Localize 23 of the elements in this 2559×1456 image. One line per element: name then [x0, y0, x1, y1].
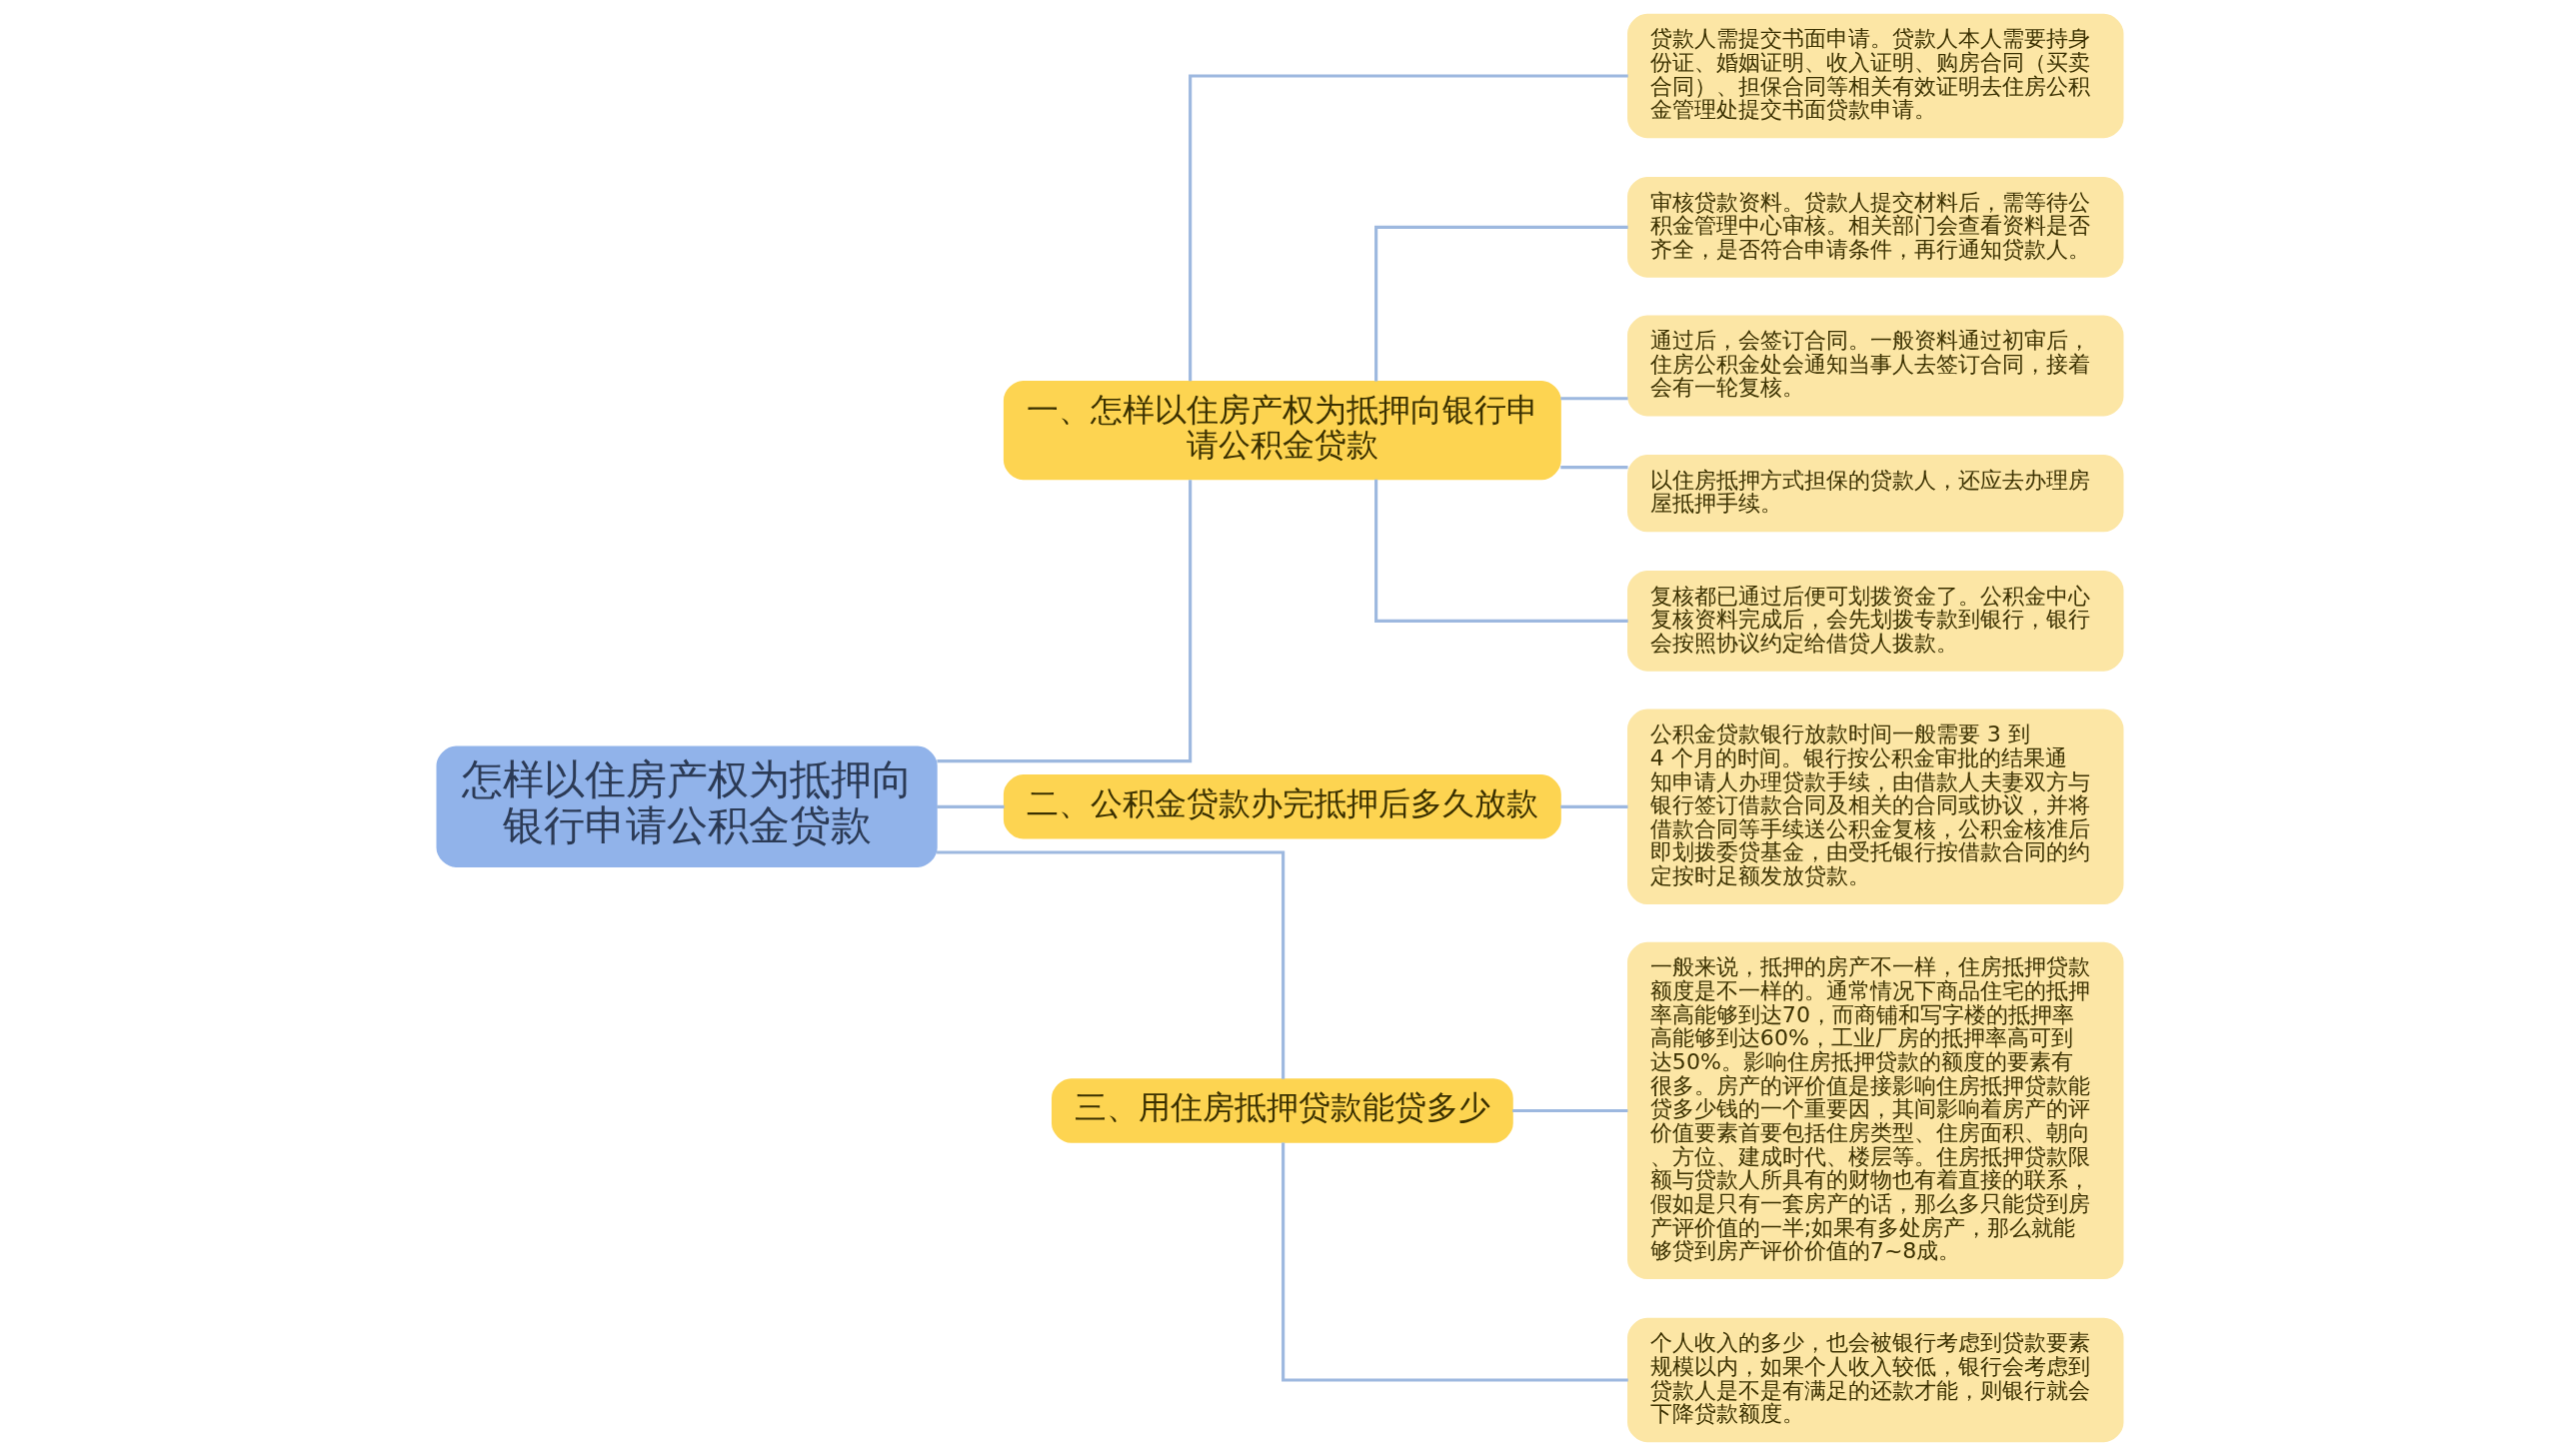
connector — [936, 804, 1005, 808]
node-box: 一般来说，抵押的房产不一样，住房抵押贷款额度是不一样的。通常情况下商品住宅的抵押率高能够到达70，而商铺和写字楼的抵押率高能够到达60%，工业厂房的抵押率高可到达50%。影响住房抵押贷款的额度的要素有很多。房产的评价值是接影响住房抵押贷款能贷多少钱的一个重要因，其间影响着房产的评价值要素首要包括住房类型、住房面积、朝向、方位、建成时代、楼层等。住房抵押贷款限额与贷款人所具有的财物也有着直接的联系，假如是只有一套房产的话，那么多只能贷到房产评价值的一半;如果有多处房产，那么就能够贷到房产评价价值的7~8成。 — [1626, 941, 2123, 1280]
node-box: 复核都已通过后便可划拨资金了。公积金中心复核资料完成后，会先划拨专款到银行，银行会按照协议约定给借贷人拨款。 — [1626, 570, 2123, 672]
node-box: 公积金贷款银行放款时间一般需要 3 到 4 个月的时间。银行按公积金审批的结果通知申请人办理贷款手续，由借款人夫妻双方与银行签订借款合同及相关的合同或协议，并将借款合同等手续送公积金复核，公积金核准后即划拨委贷基金，由受托银行按借款合同的约定按时足额发放贷款。 — [1626, 709, 2123, 904]
node-box: 二、公积金贷款办完抵押后多久放款 — [1003, 774, 1561, 839]
node-box: 怎样以住房产权为抵押向银行申请公积金贷款 — [436, 745, 938, 867]
connector — [1373, 479, 1628, 623]
node-box: 贷款人需提交书面申请。贷款人本人需要持身份证、婚姻证明、收入证明、购房合同（买卖合同）、担保合同等相关有效证明去住房公积金管理处提交书面贷款申请。 — [1626, 13, 2123, 139]
node-box: 以住房抵押方式担保的贷款人，还应去办理房屋抵押手续。 — [1626, 455, 2123, 533]
node-box: 审核贷款资料。贷款人提交材料后，需等待公积金管理中心审核。相关部门会查看资料是否齐全，是否符合申请条件，再行通知贷款人。 — [1626, 176, 2123, 278]
connector — [936, 480, 1192, 763]
connector — [936, 850, 1284, 1079]
node-box: 三、用住房抵押贷款能贷多少 — [1051, 1078, 1513, 1143]
connector — [1559, 466, 1627, 470]
connector — [1373, 225, 1628, 382]
connector — [1559, 804, 1627, 808]
connector — [1188, 74, 1628, 382]
node-box: 一、怎样以住房产权为抵押向银行申请公积金贷款 — [1003, 380, 1561, 481]
connector — [1511, 1108, 1627, 1113]
connector — [1280, 1142, 1628, 1382]
node-box: 个人收入的多少，也会被银行考虑到贷款要素规模以内，如果个人收入较低，银行会考虑到贷款人是不是有满足的还款才能，则银行就会下降贷款额度。 — [1626, 1317, 2123, 1443]
node-box: 通过后，会签订合同。一般资料通过初审后，住房公积金处会通知当事人去签订合同，接着会有一轮复核。 — [1626, 315, 2123, 417]
connector — [1559, 397, 1627, 401]
